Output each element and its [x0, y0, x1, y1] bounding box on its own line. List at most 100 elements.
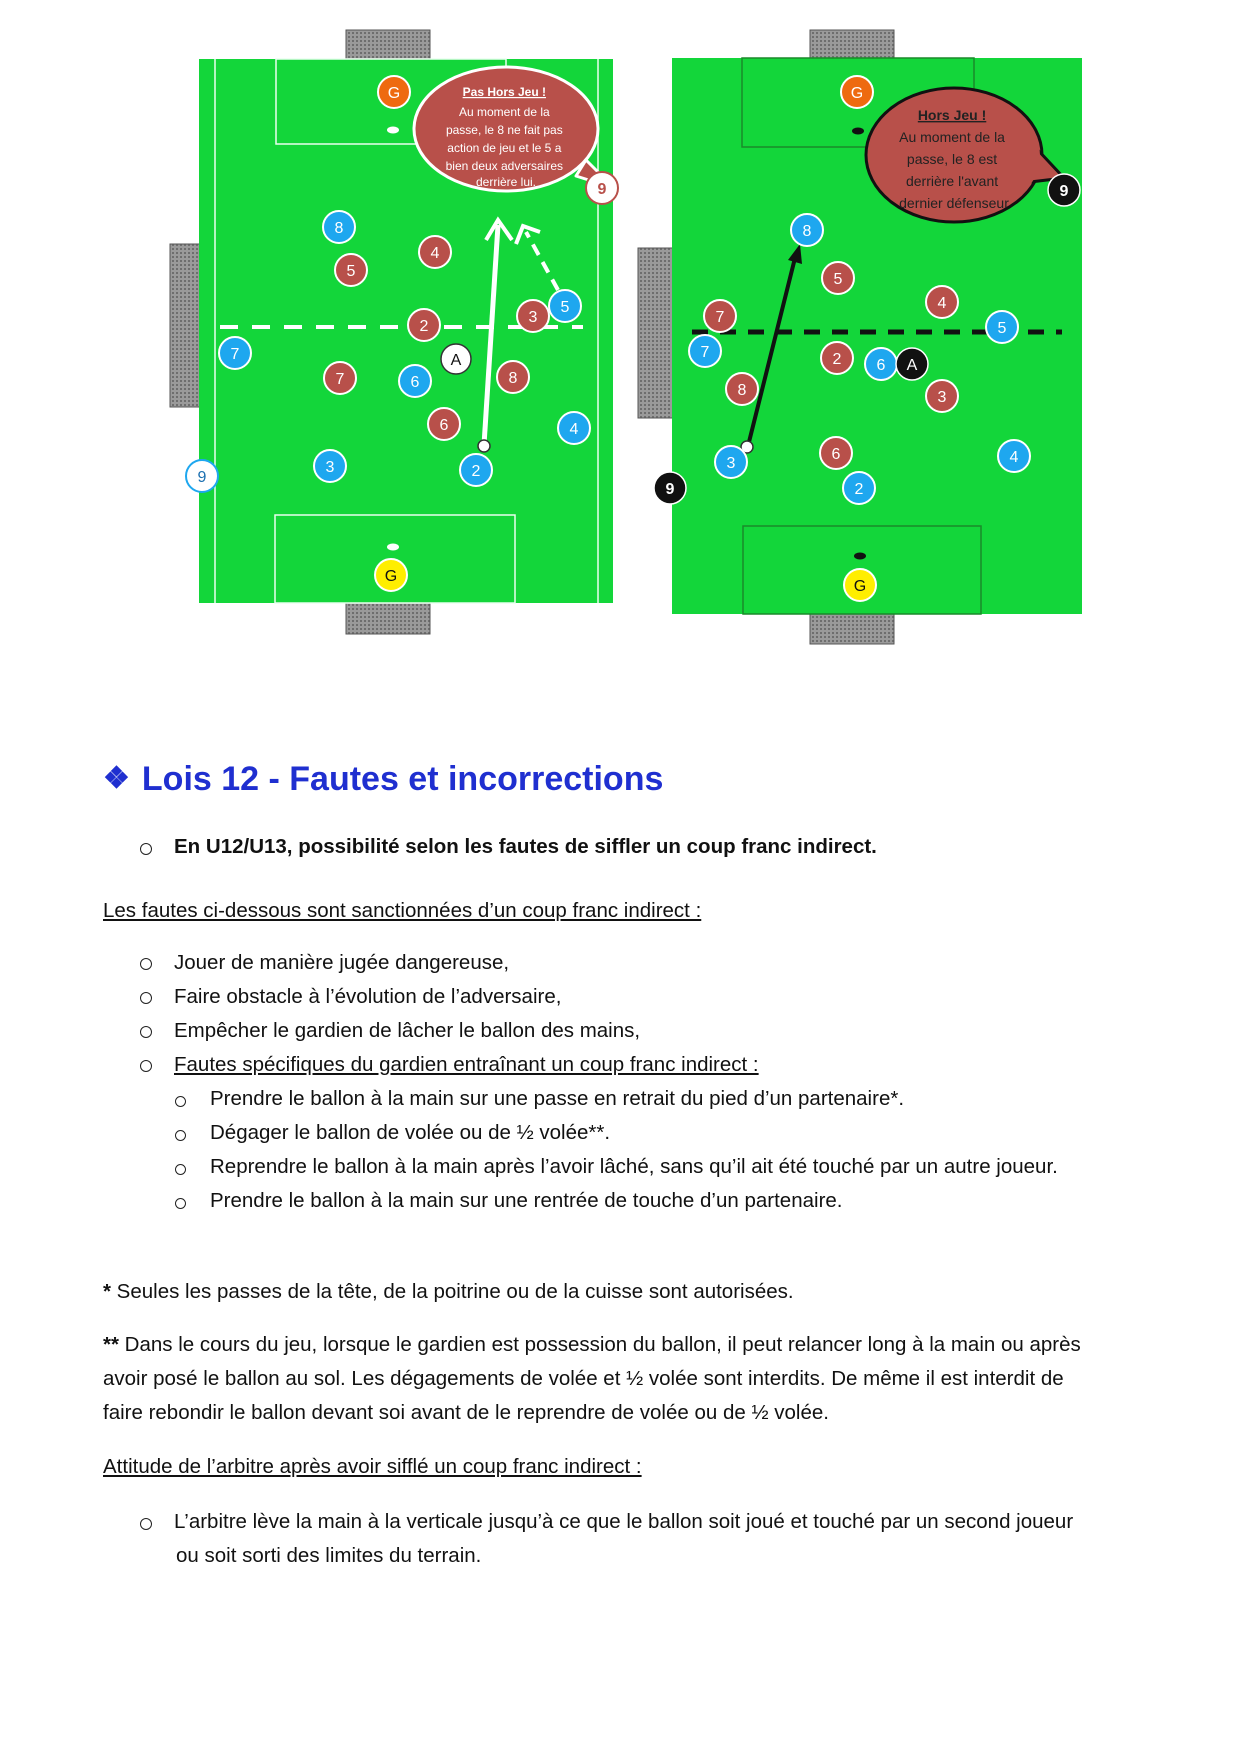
red-player: 2: [407, 308, 441, 342]
circle-bullet-icon: [175, 1198, 186, 1209]
circle-bullet-icon: [175, 1096, 186, 1107]
svg-text:5: 5: [834, 271, 843, 288]
gk-fault-item: Prendre le ballon à la main sur une pass…: [210, 1087, 905, 1110]
circle-bullet-icon: [140, 843, 152, 855]
indirect-heading: Les fautes ci-dessous sont sanctionnées …: [103, 899, 702, 922]
red-player: 4: [925, 285, 959, 319]
svg-text:4: 4: [570, 421, 579, 438]
svg-text:9: 9: [666, 481, 675, 498]
fault-item: Jouer de manière jugée dangereuse,: [174, 951, 510, 974]
red-player: 4: [418, 235, 452, 269]
svg-text:5: 5: [998, 320, 1007, 337]
blue-player: 5: [548, 289, 582, 323]
red-player: 6: [819, 436, 853, 470]
svg-text:G: G: [385, 568, 397, 585]
bubble-line: derrière l'avant: [906, 173, 998, 189]
attitude-line: L’arbitre lève la main à la verticale ju…: [174, 1510, 1074, 1533]
red-player: 5: [334, 253, 368, 287]
red-player: 6: [427, 407, 461, 441]
blue-player: 3: [313, 449, 347, 483]
svg-text:A: A: [907, 357, 918, 374]
bubble-line: Au moment de la: [899, 129, 1005, 145]
svg-text:2: 2: [420, 318, 429, 335]
goalkeeper-bottom: G: [843, 568, 877, 602]
red-player: 5: [821, 261, 855, 295]
svg-text:9: 9: [198, 469, 207, 486]
svg-text:7: 7: [701, 344, 710, 361]
svg-text:4: 4: [938, 295, 947, 312]
blue-player: 4: [997, 439, 1031, 473]
svg-text:6: 6: [832, 446, 841, 463]
bubble-line: passe, le 8 ne fait pas: [446, 123, 563, 137]
blue-player: 6: [398, 364, 432, 398]
bubble-line: bien deux adversaires: [446, 159, 563, 173]
svg-text:5: 5: [347, 263, 356, 280]
svg-text:8: 8: [803, 223, 812, 240]
svg-text:7: 7: [336, 371, 345, 388]
goal-top: [809, 29, 895, 63]
circle-bullet-icon: [140, 992, 152, 1004]
red-player: 7: [323, 361, 357, 395]
ball: [477, 439, 491, 453]
attitude-line: ou soit sorti des limites du terrain.: [176, 1544, 482, 1567]
bubble-line: Au moment de la: [459, 105, 550, 119]
referee: A: [440, 343, 472, 375]
svg-text:8: 8: [738, 382, 747, 399]
svg-text:9: 9: [1060, 183, 1069, 200]
circle-bullet-icon: [140, 1026, 152, 1038]
svg-text:3: 3: [727, 455, 736, 472]
red-player: 7: [703, 299, 737, 333]
blue-player: 7: [218, 336, 252, 370]
attacker-nine: 9: [653, 471, 687, 505]
svg-text:2: 2: [833, 351, 842, 368]
fault-item: Faire obstacle à l’évolution de l’advers…: [174, 985, 562, 1008]
gk-fault-item: Dégager le ballon de volée ou de ½ volée…: [210, 1121, 611, 1144]
goal-side: [637, 247, 675, 419]
svg-text:Pas Hors Jeu ! Au moment: Pas Hors Jeu ! Au moment de la passe, le…: [446, 85, 567, 189]
attitude-heading: Attitude de l’arbitre après avoir sifflé…: [103, 1455, 642, 1478]
note-double-star: ** Dans le cours du jeu, lorsque le gard…: [103, 1328, 1081, 1362]
note-single-star: * Seules les passes de la tête, de la po…: [103, 1275, 794, 1309]
blue-player: 2: [842, 471, 876, 505]
diamond-bullet-icon: ❖: [103, 762, 130, 795]
goal-side: [169, 243, 205, 408]
blue-player: 7: [688, 334, 722, 368]
pass-arrow: [481, 224, 501, 446]
circle-bullet-icon: [140, 1518, 152, 1530]
bubble-line: passe, le 8 est: [907, 151, 997, 167]
blue-player: 8: [322, 210, 356, 244]
red-player: 8: [725, 372, 759, 406]
circle-bullet-icon: [175, 1130, 186, 1141]
svg-text:A: A: [451, 352, 462, 369]
svg-text:4: 4: [431, 245, 440, 262]
svg-text:G: G: [851, 85, 863, 102]
pass-arrow: [746, 253, 798, 447]
svg-text:8: 8: [335, 220, 344, 237]
svg-text:8: 8: [509, 370, 518, 387]
red-player: 2: [820, 341, 854, 375]
note-text-line: faire rebondir le ballon devant soi avan…: [103, 1401, 829, 1424]
bubble-title: Hors Jeu !: [918, 107, 986, 123]
svg-text:7: 7: [716, 309, 725, 326]
blue-player: 5: [985, 310, 1019, 344]
note-marker: **: [103, 1333, 119, 1356]
bubble-line: dernier défenseur: [899, 195, 1009, 211]
goal-bottom: [345, 601, 431, 635]
circle-bullet-icon: [175, 1164, 186, 1175]
svg-text:9: 9: [598, 181, 607, 198]
svg-text:2: 2: [855, 481, 864, 498]
blue-player: 3: [714, 445, 748, 479]
gk-fault-item: Reprendre le ballon à la main après l’av…: [210, 1155, 1058, 1178]
fault-item: Empêcher le gardien de lâcher le ballon …: [174, 1019, 641, 1042]
svg-text:5: 5: [561, 299, 570, 316]
speech-bubble: Hors Jeu ! Au moment de la passe, le 8 e…: [864, 86, 1066, 224]
note-text-line: avoir posé le ballon au sol. Les dégagem…: [103, 1367, 1064, 1390]
svg-text:3: 3: [529, 309, 538, 326]
svg-text:6: 6: [440, 417, 449, 434]
gk-heading: Fautes spécifiques du gardien entraînant…: [174, 1053, 759, 1076]
note-text: Seules les passes de la tête, de la poit…: [110, 1280, 794, 1303]
circle-bullet-icon: [140, 958, 152, 970]
attacker-nine: 9: [185, 459, 219, 493]
section-heading: ❖Lois 12 - Fautes et incorrections: [103, 760, 663, 799]
attacker-nine: 9: [585, 171, 619, 205]
